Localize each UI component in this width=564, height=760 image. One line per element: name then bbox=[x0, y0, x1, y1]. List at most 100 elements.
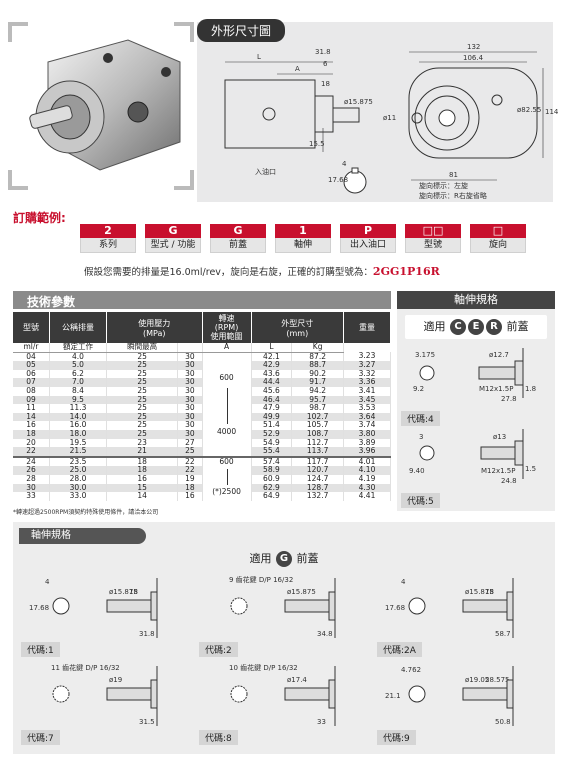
kg-cell: 3.96 bbox=[343, 446, 391, 457]
rated-cell: 25 bbox=[106, 404, 179, 413]
kg-cell: 3.89 bbox=[343, 438, 391, 448]
disp-cell: 30.0 bbox=[49, 483, 107, 493]
order-code-model: □□ 型號 bbox=[405, 224, 461, 253]
max-cell: 25 bbox=[177, 446, 203, 457]
l-cell: 124.7 bbox=[291, 474, 344, 484]
dim-6: 6 bbox=[323, 60, 328, 68]
kg-cell: 4.30 bbox=[343, 483, 391, 493]
code-label: 型式 / 功能 bbox=[145, 238, 201, 253]
dim-106-4: 106.4 bbox=[463, 54, 484, 62]
max-cell: 30 bbox=[177, 352, 203, 362]
applies-suffix: 前蓋 bbox=[296, 552, 319, 565]
model-cell: 30 bbox=[13, 483, 50, 493]
a-cell: 58.9 bbox=[251, 466, 293, 475]
order-code-type: G 型式 / 功能 bbox=[145, 224, 201, 253]
rated-cell: 18 bbox=[106, 466, 179, 475]
sub-kg: Kg bbox=[291, 342, 344, 353]
applies-prefix: 適用 bbox=[423, 320, 446, 333]
dim-81: 81 bbox=[449, 171, 458, 179]
code-tag: 代碼:7 bbox=[21, 730, 60, 745]
order-code-cover: G 前蓋 bbox=[210, 224, 266, 253]
a-cell: 62.9 bbox=[251, 483, 293, 493]
shaft-bottom-applies: 適用 G 前蓋 bbox=[13, 546, 555, 572]
a-cell: 42.1 bbox=[251, 352, 293, 362]
th-weight: 重量 bbox=[343, 312, 391, 343]
code5-tag: 代碼:5 bbox=[401, 493, 440, 508]
disp-cell: 6.2 bbox=[49, 369, 107, 379]
dim-dia: ø17.4 bbox=[287, 676, 307, 684]
dim-length: 50.8 bbox=[495, 718, 511, 726]
dim-height: 17.68 bbox=[29, 604, 49, 612]
disp-cell: 19.5 bbox=[49, 438, 107, 448]
l-cell: 128.7 bbox=[291, 483, 344, 493]
kg-cell: 3.27 bbox=[343, 361, 391, 370]
code-label: 軸伸 bbox=[275, 238, 331, 253]
disp-cell: 9.5 bbox=[49, 395, 107, 405]
sub-speed bbox=[177, 343, 203, 353]
d5-c: 9.40 bbox=[409, 467, 425, 475]
rated-cell: 25 bbox=[106, 421, 179, 430]
l-cell: 113.7 bbox=[291, 446, 344, 457]
max-cell: 22 bbox=[177, 455, 203, 467]
code-value: □ bbox=[470, 224, 526, 238]
rated-cell: 16 bbox=[106, 474, 179, 484]
rated-cell: 21 bbox=[106, 446, 179, 457]
rated-cell: 25 bbox=[106, 386, 179, 396]
model-cell: 05 bbox=[13, 361, 50, 370]
dim-key-len: 28.575 bbox=[485, 676, 510, 684]
dim-length: 34.8 bbox=[317, 630, 333, 638]
code-value: □□ bbox=[405, 224, 461, 238]
dim-length: 31.5 bbox=[139, 718, 155, 726]
rated-cell: 25 bbox=[106, 361, 179, 370]
l-cell: 91.7 bbox=[291, 378, 344, 387]
d4-c: 9.2 bbox=[413, 385, 424, 393]
l-cell: 102.7 bbox=[291, 412, 344, 422]
gear-pump-illustration bbox=[29, 39, 181, 171]
speed-line bbox=[226, 388, 228, 425]
d4-e: 1.8 bbox=[525, 385, 536, 393]
shaft-code4-drawing: 3.175 ø12.7 9.2 M12x1.5P 1.8 27.8 bbox=[413, 348, 536, 403]
disp-cell: 33.0 bbox=[49, 491, 107, 501]
dim-A: A bbox=[295, 65, 300, 73]
max-cell: 30 bbox=[177, 404, 203, 413]
dim-key-len: 18 bbox=[485, 588, 494, 596]
order-code-port: P 出入油口 bbox=[340, 224, 396, 253]
dim-key: 4.762 bbox=[401, 666, 421, 674]
order-model: 2GG1P16R bbox=[372, 265, 440, 278]
letter-c: C bbox=[450, 319, 466, 335]
spline-label: 9 齒花鍵 D/P 16/32 bbox=[229, 575, 293, 584]
model-cell: 33 bbox=[13, 491, 50, 501]
order-note-text: 假設您需要的排量是16.0ml/rev，旋向是右旋，正確的訂購型號為： bbox=[84, 267, 373, 278]
letter-g: G bbox=[276, 551, 292, 567]
dim-dia: ø19.05 bbox=[465, 676, 489, 684]
shaft-right-title: 軸伸規格 bbox=[397, 291, 555, 309]
rated-cell: 25 bbox=[106, 352, 179, 362]
max-cell: 18 bbox=[177, 483, 203, 493]
rated-cell: 25 bbox=[106, 395, 179, 405]
a-cell: 64.9 bbox=[251, 491, 293, 501]
rated-cell: 15 bbox=[106, 483, 179, 493]
outline-title-pill: 外形尺寸圖 bbox=[197, 19, 286, 42]
max-cell: 30 bbox=[177, 386, 203, 396]
l-cell: 87.2 bbox=[291, 352, 344, 362]
disp-cell: 23.5 bbox=[49, 455, 107, 467]
speed-600b: 600 bbox=[219, 457, 234, 467]
dim-17-68: 17.68 bbox=[328, 176, 348, 184]
speed-range-cell-2: 600(*)2500 bbox=[202, 455, 252, 501]
kg-cell: 4.01 bbox=[343, 455, 391, 467]
dim-18: 18 bbox=[321, 80, 330, 88]
code-label: 出入油口 bbox=[340, 238, 396, 253]
model-cell: 28 bbox=[13, 474, 50, 484]
